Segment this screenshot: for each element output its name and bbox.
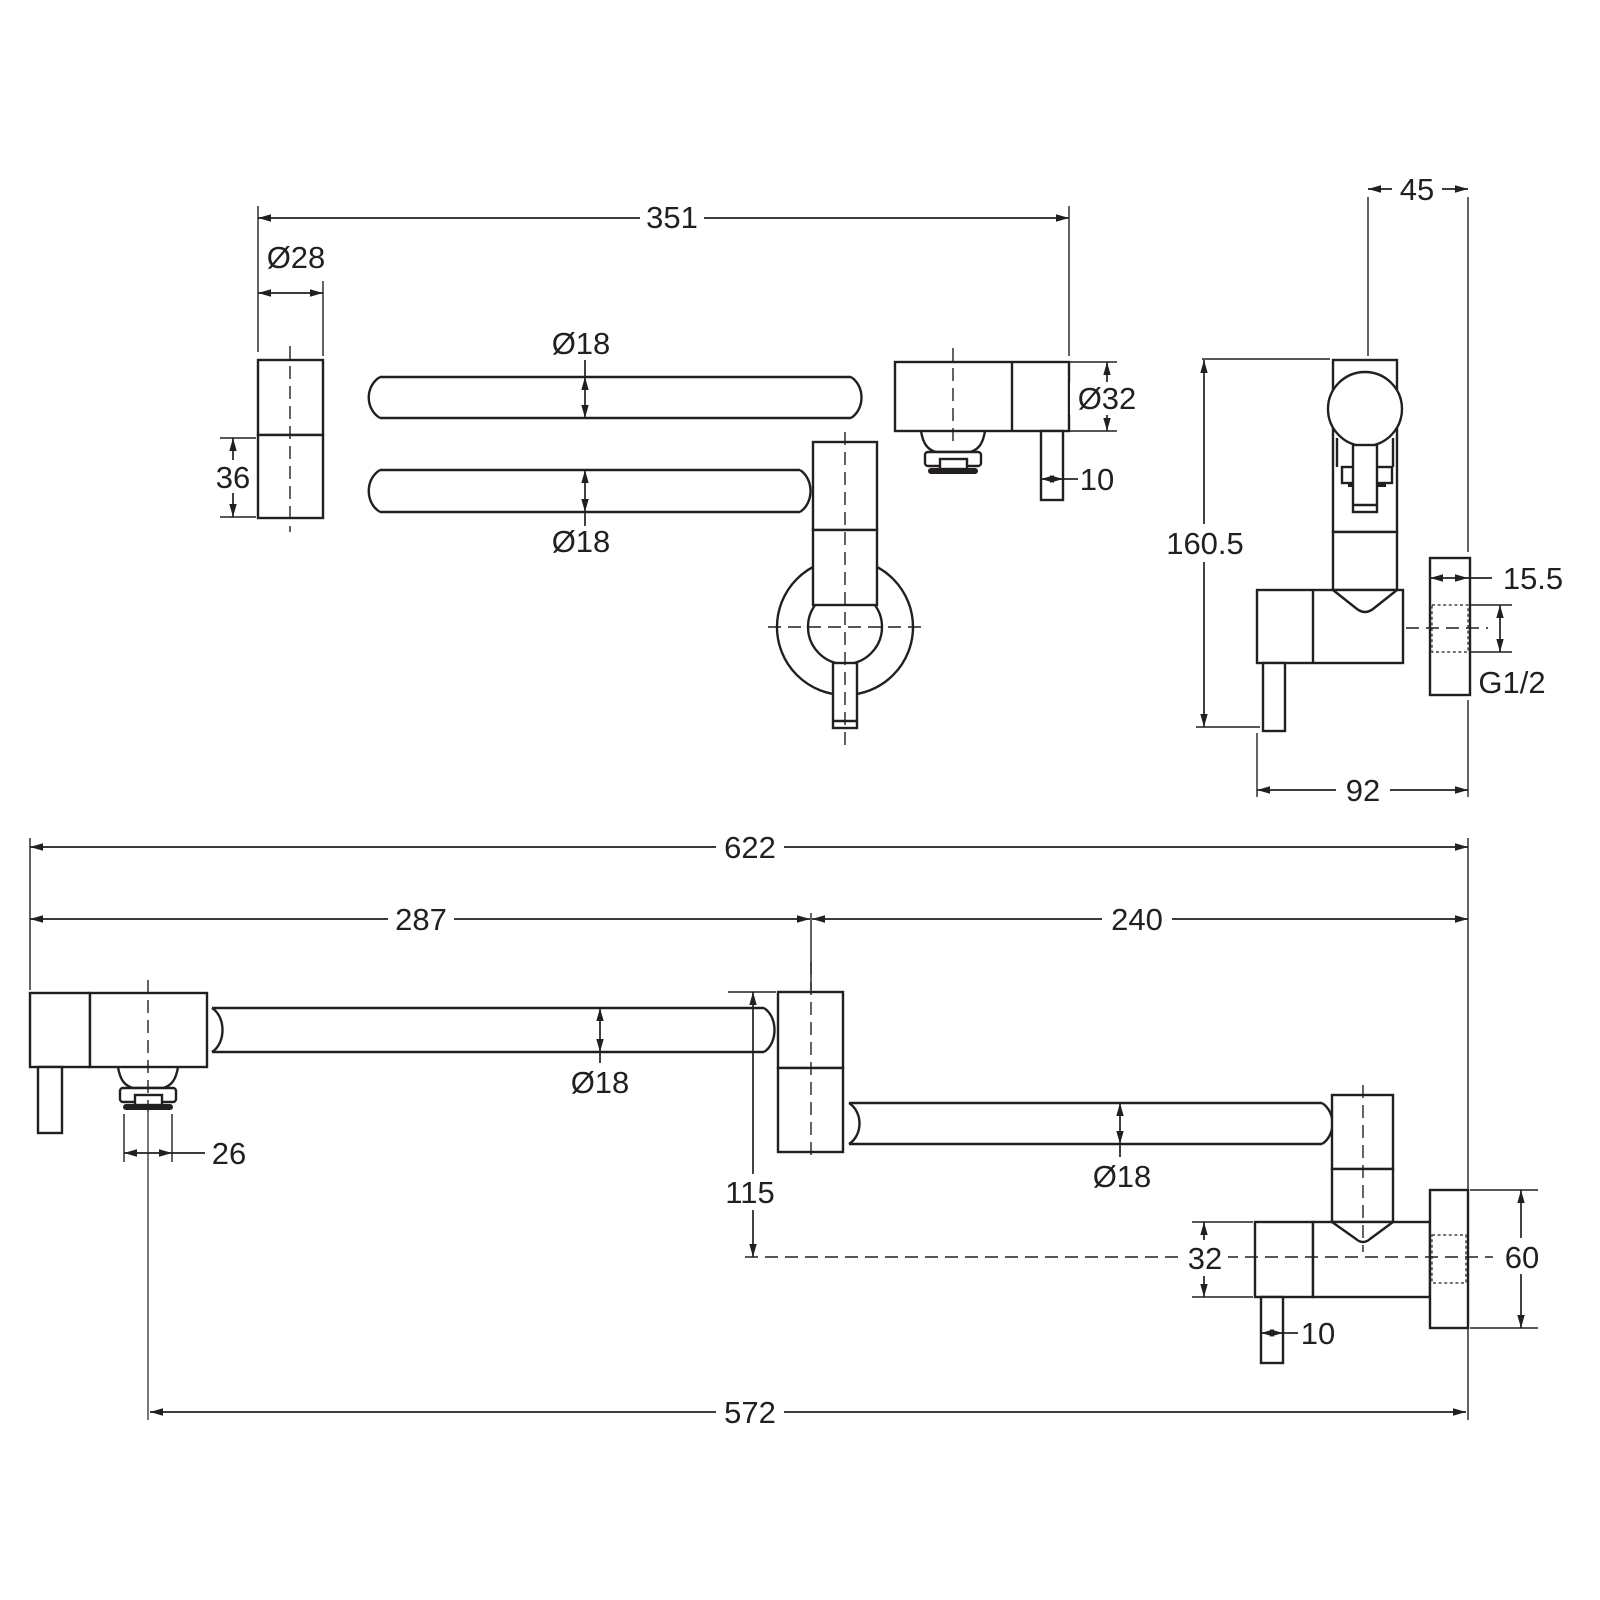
folded-faucet-outline <box>256 358 1071 730</box>
side-view: 45 160.5 15.5 G1/2 92 <box>1156 172 1563 808</box>
extended-view: 622 287 240 Ø18 26 115 <box>28 830 1545 1430</box>
handle-pin-extended <box>1259 1295 1285 1365</box>
side-dimensions: 45 160.5 15.5 G1/2 92 <box>1156 172 1563 808</box>
extended-centerlines <box>147 962 1493 1420</box>
dim-pin-width-extended: 10 <box>1301 1316 1335 1351</box>
dim-overall-extended: 622 <box>724 830 776 865</box>
aerator <box>919 430 987 474</box>
dim-height: 160.5 <box>1166 526 1244 561</box>
dim-reach: 572 <box>724 1395 776 1430</box>
dim-arm2-diameter: Ø18 <box>1093 1159 1152 1194</box>
thread-square-extended <box>1431 1234 1467 1284</box>
dim-lower-arm-diameter: Ø18 <box>552 524 611 559</box>
side-faucet-outline <box>1255 358 1472 733</box>
folded-view: 351 Ø28 36 Ø18 Ø18 Ø32 <box>211 200 1144 748</box>
folded-dimensions: 351 Ø28 36 Ø18 Ø18 Ø32 <box>211 200 1144 559</box>
dim-plate-height: 60 <box>1505 1240 1539 1275</box>
pin-extended-left <box>36 1065 64 1135</box>
extended-dimensions: 622 287 240 Ø18 26 115 <box>29 830 1545 1430</box>
dim-thread: G1/2 <box>1478 665 1545 700</box>
dim-aerator-width: 26 <box>212 1136 246 1171</box>
dim-plate-depth: 15.5 <box>1503 561 1563 596</box>
dim-body-height: 32 <box>1188 1241 1222 1276</box>
dim-overall-folded: 351 <box>646 200 698 235</box>
dim-post-lower-height: 36 <box>216 460 250 495</box>
dim-projection: 92 <box>1346 773 1380 808</box>
spout-end-circle <box>1326 370 1404 448</box>
dim-upper-arm-diameter: Ø18 <box>552 326 611 361</box>
folded-centerlines <box>289 346 954 748</box>
dim-pin-width-folded: 10 <box>1080 462 1114 497</box>
dim-spout-block-diameter: Ø32 <box>1078 381 1137 416</box>
dim-post-diameter: Ø28 <box>267 240 326 275</box>
dim-arm1-length: 287 <box>395 902 447 937</box>
wall-plate-extended <box>1428 1188 1470 1330</box>
handle-pin-side <box>1261 661 1287 733</box>
dim-arm1-diameter: Ø18 <box>571 1065 630 1100</box>
dim-drop: 115 <box>725 1175 774 1210</box>
dim-arm2-length: 240 <box>1111 902 1163 937</box>
dim-offset: 45 <box>1400 172 1434 207</box>
